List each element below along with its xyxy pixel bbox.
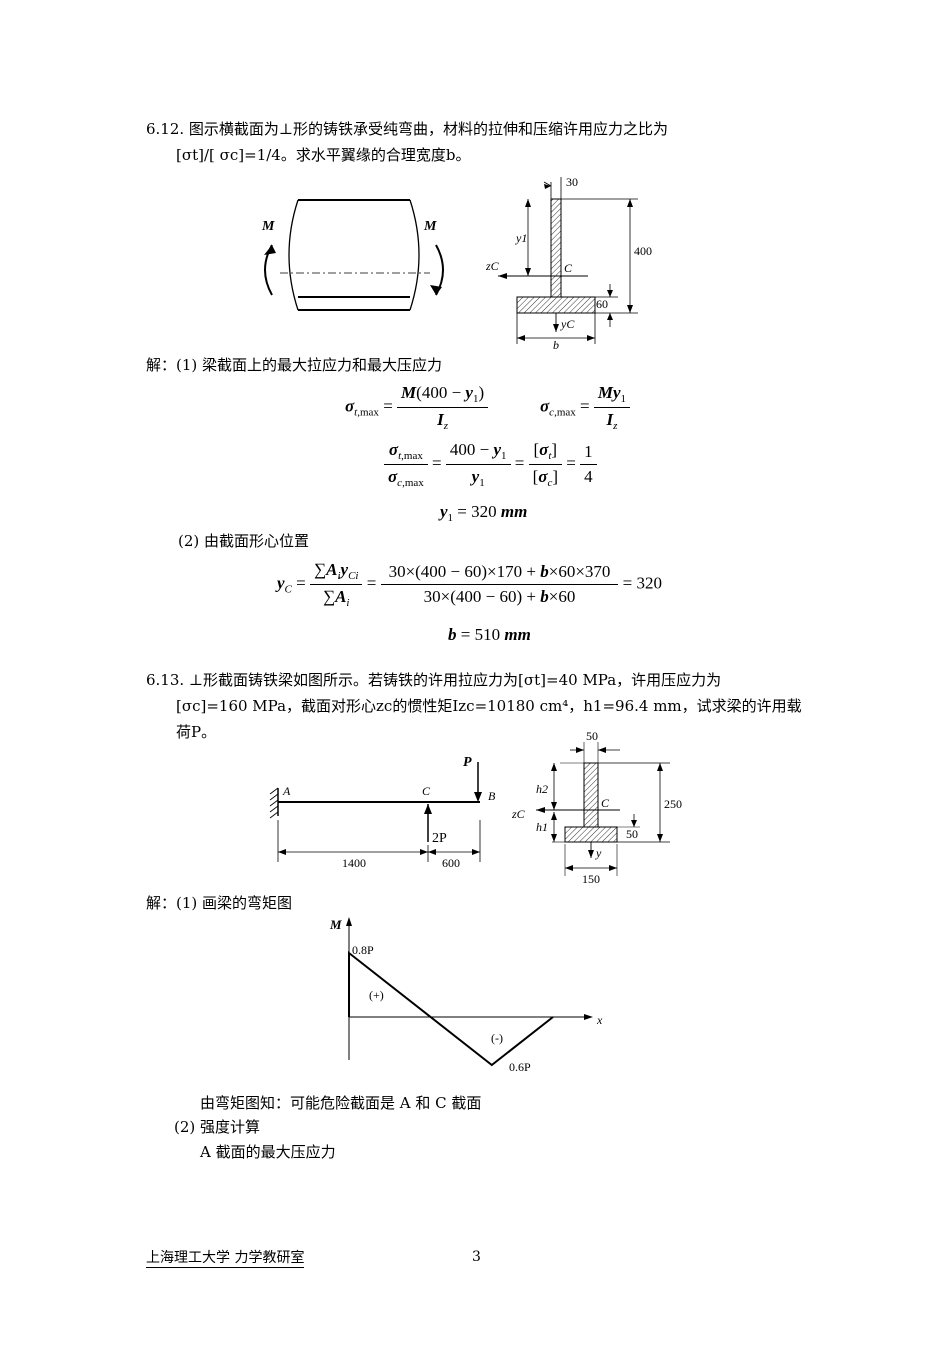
label-M-left: M: [261, 219, 275, 234]
footer-institution: 上海理工大学 力学教研室: [146, 1250, 305, 1268]
positive-region-label: (+): [369, 988, 384, 1002]
equation-y1-result: y1 = 320 mm: [440, 502, 528, 524]
dim-600: 600: [442, 856, 460, 870]
dim-60: 60: [596, 297, 608, 311]
negative-region-label: (-): [491, 1031, 503, 1045]
label-C-section: C: [601, 796, 610, 810]
dim-50-flange: 50: [626, 827, 638, 841]
label-y: y: [595, 846, 602, 860]
problem-6-13-text: 6.13. ⊥形截面铸铁梁如图所示。若铸铁的许用拉应力为[σt]=40 MPa，…: [146, 667, 806, 745]
dim-1400: 1400: [342, 856, 366, 870]
label-b: b: [553, 338, 559, 352]
solution-6-12-step2: (2) 由截面形心位置: [178, 532, 310, 550]
label-h2: h2: [536, 782, 548, 796]
label-A: A: [282, 784, 291, 798]
axis-x-label: x: [596, 1013, 603, 1027]
label-M-right: M: [423, 219, 437, 234]
label-C-beam: C: [422, 784, 431, 798]
moment-max-negative-label: 0.6P: [509, 1060, 531, 1074]
solution-6-13-step2: (2) 强度计算: [174, 1118, 261, 1136]
problem-6-12-text: 6.12. 图示横截面为⊥形的铸铁承受纯弯曲，材料的拉伸和压缩许用应力之比为 […: [146, 116, 806, 168]
moment-curve: [348, 950, 554, 1067]
equation-b-result: b = 510 mm: [448, 625, 531, 644]
label-h1: h1: [536, 820, 548, 834]
equation-sigma-t-max: σt,max = M(400 − y1)Iz: [345, 383, 489, 432]
moment-max-positive-label: 0.8P: [352, 943, 374, 957]
solution-6-13-step1: 解：(1) 画梁的弯矩图: [146, 894, 293, 912]
dim-400: 400: [634, 244, 652, 258]
label-B: B: [488, 789, 496, 803]
problem-6-12-line2: [σt]/[ σc]=1/4。求水平翼缘的合理宽度b。: [176, 146, 471, 164]
axis-M-label: M: [329, 917, 342, 932]
label-zC: zC: [485, 259, 500, 273]
label-C: C: [564, 261, 573, 275]
moment-line: [348, 950, 554, 1067]
load-P-arrow: [474, 792, 482, 802]
dim-30: 30: [566, 175, 578, 189]
solution-6-13-note: 由弯矩图知：可能危险截面是 A 和 C 截面: [200, 1094, 482, 1112]
dim-150: 150: [582, 872, 600, 886]
bending-moment-diagram: M x 0.8P (+) (-) 0.6P: [329, 917, 603, 1074]
label-2P: 2P: [432, 831, 447, 846]
dim-50-top: 50: [586, 729, 598, 743]
problem-6-12-line1: 6.12. 图示横截面为⊥形的铸铁承受纯弯曲，材料的拉伸和压缩许用应力之比为: [146, 120, 669, 138]
load-2P-arrow: [424, 804, 432, 814]
equation-centroid: yC = ∑AiyCi∑Ai = 30×(400 − 60)×170 + b×6…: [277, 560, 663, 609]
page-number: 3: [472, 1249, 481, 1265]
problem-6-13-line1: 6.13. ⊥形截面铸铁梁如图所示。若铸铁的许用拉应力为[σt]=40 MPa，…: [146, 671, 722, 689]
t-section-figure-6-12: 30 400 60 y1 zC C yC b: [485, 175, 652, 352]
label-y1: y1: [515, 231, 527, 245]
pure-bending-figure: M M: [261, 199, 444, 311]
problem-6-13-line3: 荷P。: [176, 723, 217, 741]
problem-6-13-line2: [σc]=160 MPa，截面对形心zc的惯性矩Izc=10180 cm⁴，h1…: [176, 697, 802, 715]
dim-250: 250: [664, 797, 682, 811]
label-yC: yC: [560, 317, 575, 331]
solution-6-12-step1: 解：(1) 梁截面上的最大拉应力和最大压应力: [146, 356, 443, 374]
t-section-figure-6-13: 50 250 50 h2 h1 zC C y 150: [511, 729, 682, 886]
label-zC-6-13: zC: [511, 807, 526, 821]
cantilever-figure: A C B P 2P 1400 600: [269, 755, 496, 870]
solution-6-13-step3: A 截面的最大压应力: [200, 1143, 336, 1161]
label-P: P: [463, 755, 472, 770]
